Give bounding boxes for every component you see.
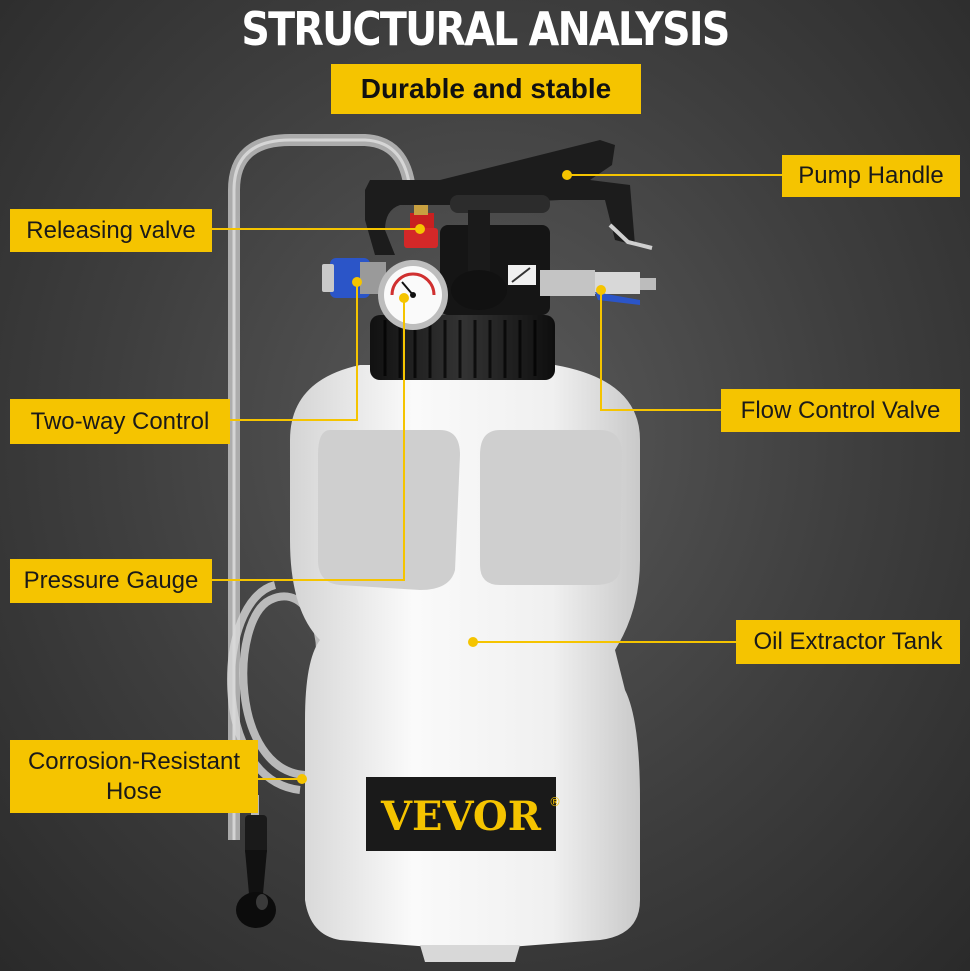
callout-two-way-control: Two-way Control (10, 399, 230, 444)
callout-oil-extractor-tank: Oil Extractor Tank (736, 620, 960, 664)
brand-logo-band: VEVOR ® (366, 777, 561, 851)
page-title: STRUCTURAL ANALYSIS (241, 2, 730, 56)
callout-releasing-valve: Releasing valve (10, 209, 212, 252)
hose-nozzle (236, 815, 276, 928)
callout-flow-control-valve: Flow Control Valve (721, 389, 960, 432)
extraction-tube (228, 134, 416, 840)
page-subtitle: Durable and stable (331, 64, 641, 114)
callout-pressure-gauge: Pressure Gauge (10, 559, 212, 603)
pressure-gauge (378, 260, 448, 330)
pump-handle (365, 140, 653, 315)
callout-dots (297, 170, 606, 784)
registered-mark: ® (549, 795, 561, 809)
brand-logo: VEVOR (380, 793, 542, 840)
tank-body (290, 365, 640, 962)
flow-control-valve (540, 270, 656, 305)
tank-cap (370, 315, 555, 380)
callout-leader-lines (212, 174, 782, 780)
callout-pump-handle: Pump Handle (782, 155, 960, 197)
callout-corrosion-resistant-hose: Corrosion-Resistant Hose (10, 740, 258, 813)
